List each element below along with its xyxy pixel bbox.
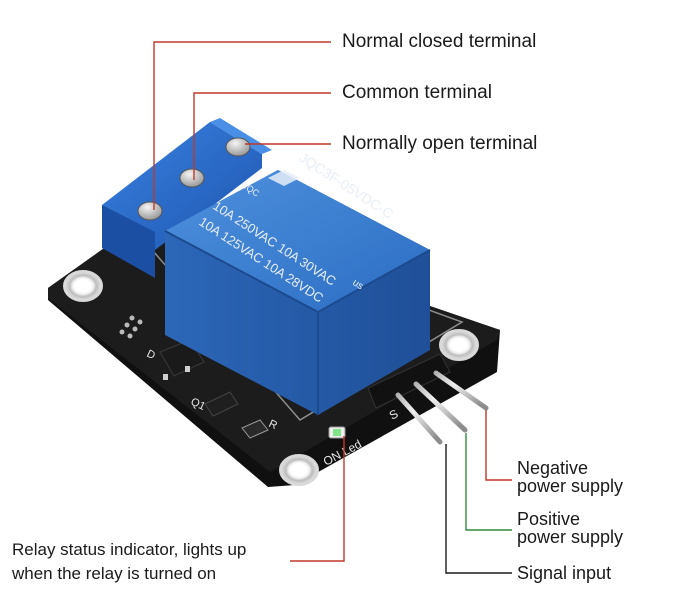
mounting-hole-left: [64, 271, 102, 301]
status-led: [329, 427, 345, 438]
mounting-hole-right: [440, 330, 478, 360]
label-signal-input: Signal input: [517, 564, 611, 583]
leader-positive: [466, 433, 512, 530]
label-status-indicator-line1: Relay status indicator, lights up: [12, 537, 246, 562]
terminal-screw-com: [180, 169, 204, 187]
label-normally-open-terminal: Normally open terminal: [342, 133, 537, 155]
mounting-hole-bottom: [280, 455, 318, 485]
label-status-indicator-line2: when the relay is turned on: [12, 561, 216, 586]
leader-signal: [446, 444, 512, 573]
leader-negative: [486, 410, 512, 480]
terminal-screw-nc: [138, 202, 162, 220]
label-normal-closed-terminal: Normal closed terminal: [342, 31, 536, 53]
label-negative-line2: power supply: [517, 477, 623, 496]
label-positive-line2: power supply: [517, 528, 623, 547]
label-common-terminal: Common terminal: [342, 82, 492, 104]
terminal-screw-no: [226, 138, 250, 156]
